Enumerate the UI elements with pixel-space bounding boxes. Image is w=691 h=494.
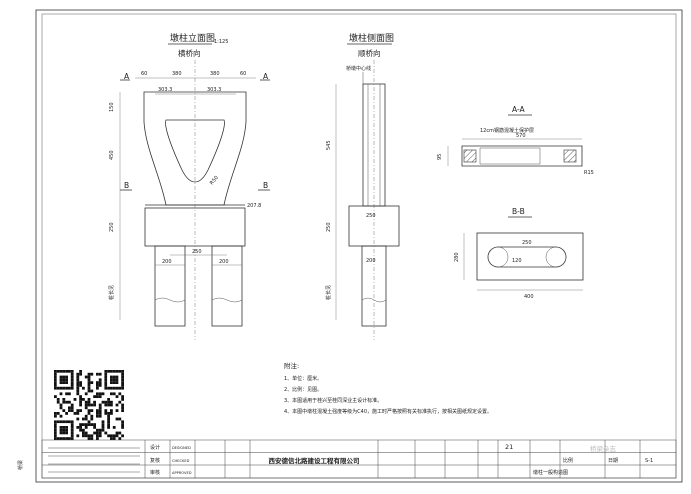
pier-base — [144, 207, 246, 247]
svg-text:280: 280 — [454, 252, 460, 262]
svg-text:DESIGNED: DESIGNED — [172, 446, 191, 450]
pile-right — [211, 245, 243, 327]
svg-text:380: 380 — [210, 71, 220, 77]
svg-text:95: 95 — [437, 154, 443, 160]
pile-left — [154, 245, 186, 327]
note-line-3: 3、本图适用于桂兴至桂同深业主设计标准。 — [284, 397, 382, 404]
svg-text:60: 60 — [240, 71, 246, 77]
side-pile — [361, 245, 387, 327]
svg-text:桩长见: 桩长见 — [108, 285, 115, 300]
side-top-label: 桥墩中心线 — [346, 65, 371, 72]
svg-text:12cm钢筋混凝土保护层: 12cm钢筋混凝土保护层 — [480, 127, 534, 134]
scale-label: 比例 — [563, 457, 573, 464]
svg-text:250: 250 — [192, 249, 202, 255]
svg-text:450: 450 — [109, 150, 115, 160]
side-stamp: 桥梁 — [17, 460, 24, 470]
svg-text:207.8: 207.8 — [247, 203, 261, 209]
svg-text:250: 250 — [522, 240, 532, 246]
elevation-title: 墩柱立面图 — [170, 32, 215, 44]
note-line-1: 1、单位：厘米。 — [284, 375, 322, 382]
svg-text:R15: R15 — [584, 170, 594, 176]
elevation-subtitle: 横桥向 — [178, 48, 201, 58]
svg-text:303.3: 303.3 — [207, 87, 221, 93]
svg-text:250: 250 — [109, 222, 115, 232]
section-b-outline — [476, 232, 584, 281]
outer-border — [35, 9, 683, 483]
svg-text:200: 200 — [162, 259, 172, 265]
svg-text:570: 570 — [516, 133, 526, 139]
svg-text:250: 250 — [326, 222, 332, 232]
section-b-void — [487, 246, 567, 268]
tb-design: 设计 — [150, 444, 160, 451]
cut-a-right: A — [263, 72, 269, 81]
cut-b-right: B — [263, 181, 268, 190]
svg-text:桥梁: 桥梁 — [17, 460, 24, 470]
note-line-4: 4、本图中墩柱混凝土强度等级为C40，施工时严格按照有关标准执行，按相关图纸规定… — [284, 408, 492, 415]
elevation-scale: 1:125 — [214, 39, 228, 45]
svg-text:R50: R50 — [209, 175, 220, 186]
notes: 附注: 1、单位：厘米。 2、比例：见图。 3、本图适用于桂兴至桂同深业主设计标… — [284, 361, 492, 415]
side-view: 墩柱侧面图 顺桥向 桥墩中心线 545 250 桩长见 250 200 — [325, 32, 400, 340]
sheet-code: S-1 — [645, 458, 653, 464]
svg-text:CHECKED: CHECKED — [172, 459, 190, 463]
section-b-title: B-B — [512, 207, 525, 216]
svg-text:303.3: 303.3 — [158, 87, 172, 93]
qr-code — [54, 370, 124, 440]
company-name: 西安德信北路建设工程有限公司 — [269, 456, 360, 465]
watermark: 桥梁杂志 — [590, 444, 617, 453]
svg-text:400: 400 — [524, 294, 534, 300]
section-a: A-A 12cm钢筋混凝土保护层 570 95 R15 — [437, 105, 594, 176]
pier-void — [165, 119, 225, 183]
notes-heading: 附注: — [284, 361, 299, 370]
svg-text:200: 200 — [366, 258, 376, 264]
section-a-rebar-right — [563, 149, 577, 163]
side-title: 墩柱侧面图 — [349, 32, 394, 44]
date-label: 日期 — [608, 458, 618, 464]
svg-text:120: 120 — [512, 258, 522, 264]
svg-text:APPROVED: APPROVED — [172, 471, 192, 475]
svg-text:60: 60 — [141, 71, 147, 77]
tb-check: 复核 — [150, 457, 160, 464]
cut-a-left: A — [124, 72, 130, 81]
svg-text:150: 150 — [109, 102, 115, 112]
section-a-rebar-left — [463, 149, 477, 163]
title-block: 设计 复核 审核 DESIGNED CHECKED APPROVED 西安德信北… — [41, 439, 677, 479]
section-b: B-B 250 120 280 400 — [454, 207, 584, 300]
svg-text:200: 200 — [219, 259, 229, 265]
side-subtitle: 顺桥向 — [358, 48, 381, 58]
svg-text:桩长见: 桩长见 — [325, 285, 332, 300]
sheet-no: 21 — [505, 443, 513, 451]
svg-text:250: 250 — [366, 213, 376, 219]
cut-b-left: B — [124, 181, 129, 190]
svg-text:380: 380 — [172, 71, 182, 77]
drawing-name: 墩柱一般构造图 — [533, 469, 568, 476]
svg-text:545: 545 — [326, 140, 332, 150]
elevation-view: 墩柱立面图 1:125 横桥向 A A 60 380 380 60 303.3 … — [108, 32, 270, 340]
section-a-title: A-A — [512, 105, 526, 114]
note-line-2: 2、比例：见图。 — [284, 386, 322, 393]
tb-approve: 审核 — [150, 469, 160, 476]
